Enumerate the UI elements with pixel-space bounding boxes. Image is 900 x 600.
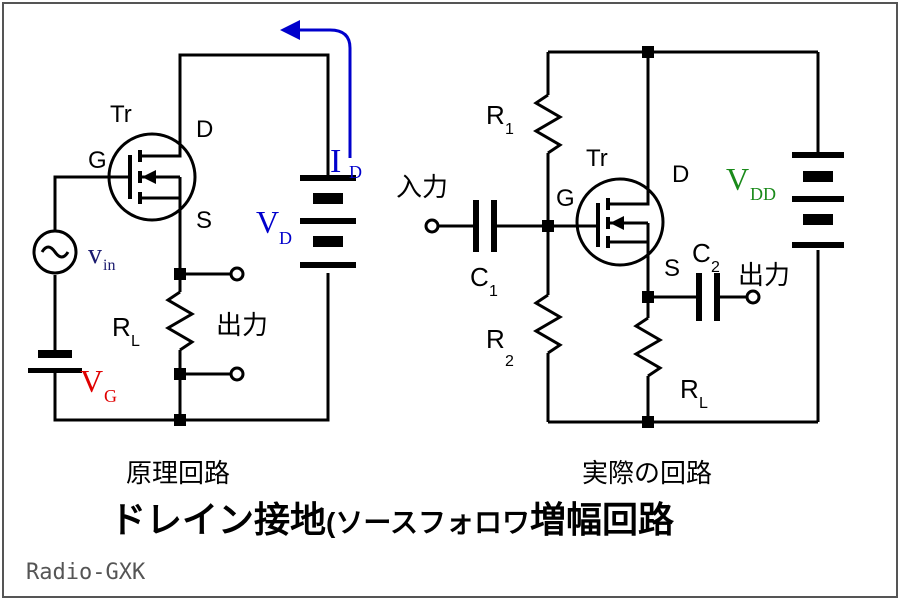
left-mosfet (107, 132, 197, 222)
right-in-terminal (424, 218, 440, 234)
left-mosfet-arrow (142, 170, 156, 184)
right-vdd-battery (792, 152, 844, 248)
title-paren: (ソースフォロワ (326, 507, 530, 538)
vin-label: v (88, 239, 102, 270)
r2-sub-label: 2 (505, 353, 514, 370)
vg-label: V (80, 363, 103, 399)
right-r2-resistor (533, 293, 563, 355)
r1-label: R (486, 100, 505, 130)
right-r1-resistor (533, 93, 563, 155)
title-main: ドレイン接地 (110, 499, 326, 540)
left-vin-wave (40, 245, 70, 259)
title-tail: 増幅回路 (530, 499, 675, 540)
right-circuit (438, 50, 820, 424)
r1-sub-label: 1 (505, 121, 514, 138)
left-caption: 原理回路 (126, 458, 230, 488)
left-out-terminal-bottom (229, 366, 245, 382)
vdd-sub-label: DD (750, 184, 776, 204)
left-vd-battery (300, 175, 356, 268)
left-junctions (174, 268, 186, 426)
left-right-return-wire (180, 273, 330, 422)
left-s-label: S (196, 207, 212, 234)
right-d-label: D (672, 161, 689, 188)
left-tr-label: Tr (110, 101, 132, 128)
right-rl-sub-label: L (699, 395, 708, 412)
left-rl-resistor (165, 290, 195, 352)
left-vin-source (32, 229, 78, 275)
vg-sub-label: G (104, 386, 117, 406)
right-tr-label: Tr (586, 145, 608, 172)
c1-label: C (470, 262, 489, 292)
id-sub-label: D (349, 162, 362, 182)
r2-label: R (486, 324, 505, 354)
right-junctions (542, 46, 654, 428)
c2-label: C (692, 238, 711, 268)
right-s-label: S (664, 255, 680, 282)
vd-sub-label: D (279, 228, 292, 248)
left-d-label: D (196, 116, 213, 143)
left-gate-wire (53, 175, 123, 230)
vin-sub-label: in (103, 257, 115, 274)
left-circuit (32, 53, 330, 422)
watermark: Radio-GXK (26, 560, 146, 585)
right-out-label: 出力 (738, 260, 790, 290)
right-rl-label: R (680, 374, 699, 404)
c2-sub-label: 2 (711, 259, 720, 276)
left-bottom-wire (53, 372, 180, 422)
right-out-terminal (745, 289, 761, 305)
right-mosfet-arrow (610, 216, 624, 230)
vdd-label: V (726, 161, 749, 197)
id-label: I (330, 143, 341, 180)
right-caption: 実際の回路 (582, 458, 712, 488)
right-rl-resistor (633, 316, 663, 378)
left-vg-battery (28, 350, 82, 373)
left-drain-wire (178, 53, 330, 175)
left-rl-label: R (112, 312, 131, 342)
left-g-label: G (88, 147, 107, 174)
left-out-terminal-top (229, 266, 245, 282)
id-current-arrow (298, 28, 352, 158)
right-in-label: 入力 (396, 172, 448, 202)
right-g-label: G (556, 185, 575, 212)
vd-label: V (256, 204, 279, 240)
c1-sub-label: 1 (489, 283, 498, 300)
left-rl-sub-label: L (131, 333, 140, 350)
diagram-title: ドレイン接地(ソースフォロワ増幅回路 (110, 499, 675, 540)
left-out-label: 出力 (216, 310, 268, 340)
id-arrow-head (280, 20, 300, 40)
